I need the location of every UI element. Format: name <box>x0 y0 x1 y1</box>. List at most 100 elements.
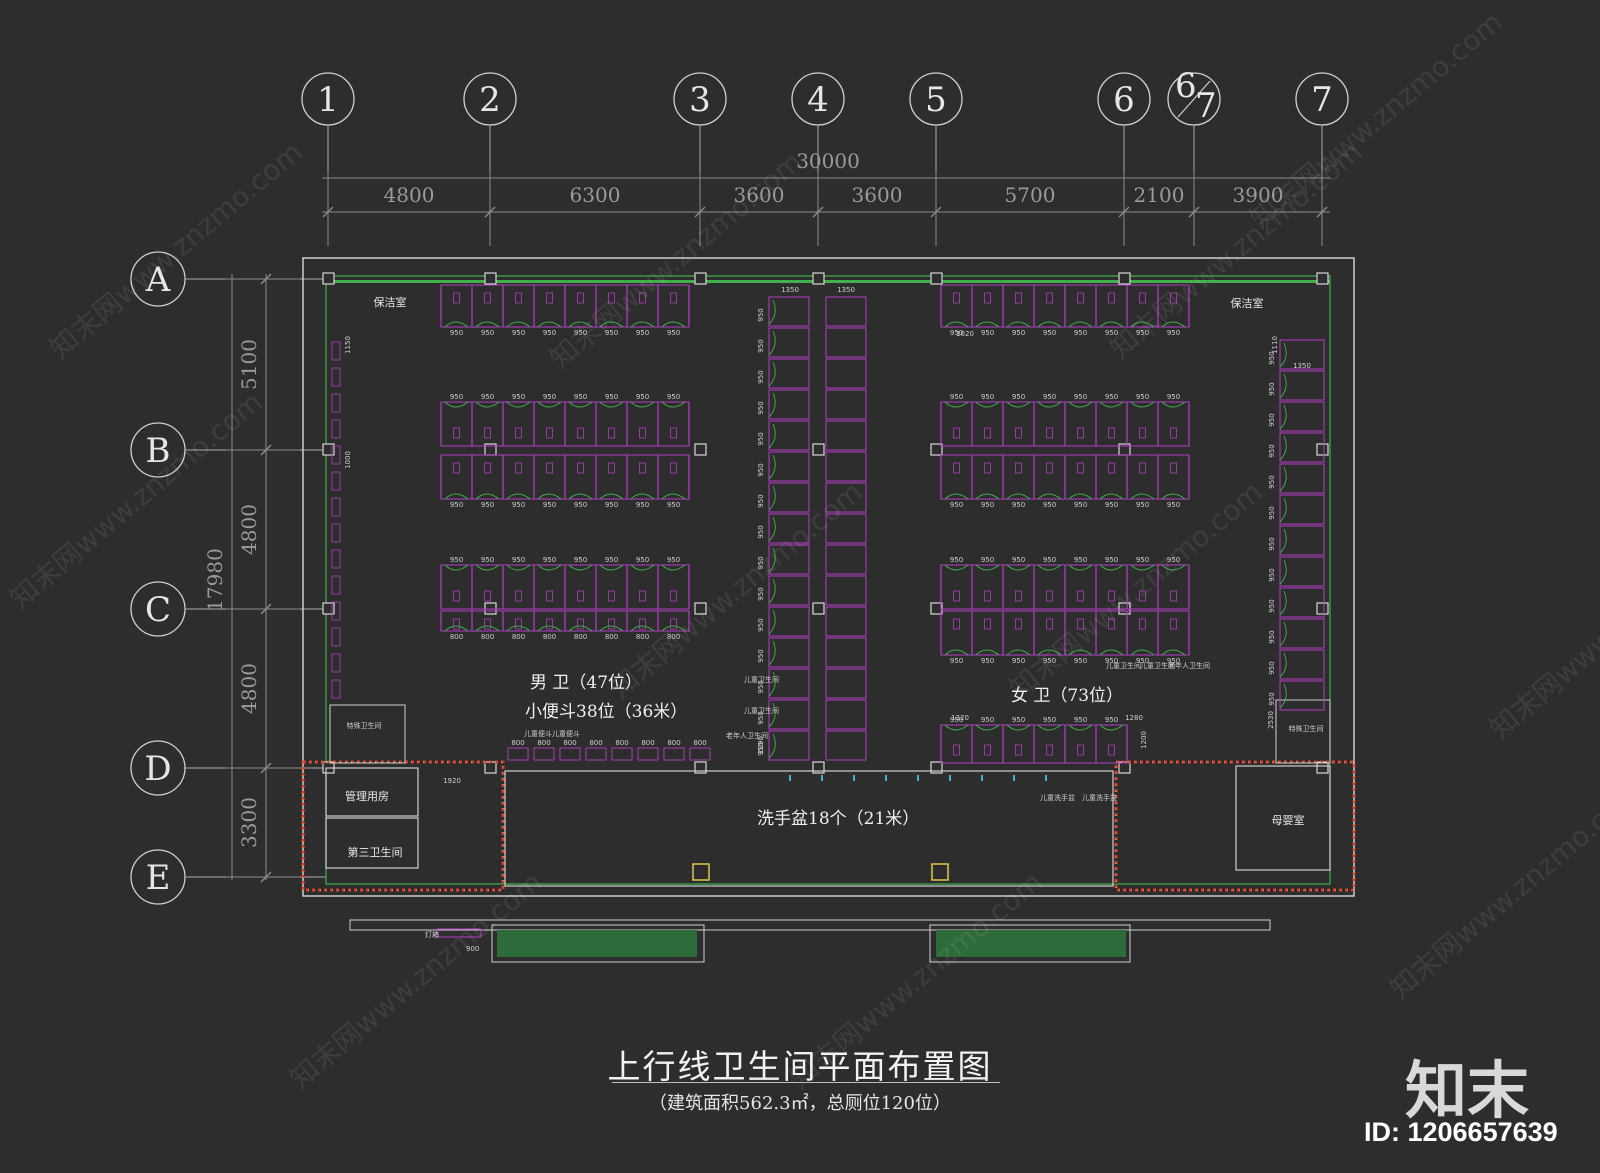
sink-tap <box>789 775 791 781</box>
stall-toilet <box>670 618 677 630</box>
wall-urinal <box>331 445 341 465</box>
dim-1110: 1110 <box>1271 336 1279 354</box>
stall-door-arc <box>537 493 562 500</box>
right-top-dim: 1350 <box>1293 362 1311 370</box>
stall-door-arc <box>975 493 1000 500</box>
dim-1200: 1200 <box>1140 731 1148 749</box>
mid-stall-dim: 950 <box>757 556 765 569</box>
structural-column <box>694 761 707 774</box>
stall-toilet <box>1046 427 1053 439</box>
dim-tick <box>1188 206 1200 218</box>
stall-door-arc <box>1006 649 1031 656</box>
mid-stall-dim: 950 <box>757 711 765 724</box>
structural-column <box>484 761 497 774</box>
stall-door-arc <box>506 321 531 328</box>
right-stall <box>1279 463 1325 494</box>
stall-toilet <box>1015 427 1022 439</box>
stall-door-arc <box>568 564 593 571</box>
brand-id: ID: 1206657639 <box>1364 1117 1558 1147</box>
stall-dim: 950 <box>1105 393 1118 401</box>
stall-dim: 950 <box>1043 329 1056 337</box>
stall-toilet <box>953 618 960 630</box>
row-axis-label: E <box>146 858 171 898</box>
watermark-text: 知末网www.znzmo.com <box>603 475 868 705</box>
stall-toilet <box>1108 618 1115 630</box>
stall-dim: 950 <box>450 329 463 337</box>
stall-toilet <box>453 590 460 602</box>
stall-door-arc <box>1037 401 1062 408</box>
stall-dim: 950 <box>1074 393 1087 401</box>
stall-toilet <box>1170 427 1177 439</box>
stall-door-arc <box>1068 649 1093 656</box>
stall-door-arc <box>1130 564 1155 571</box>
stall-door-arc <box>599 401 624 408</box>
dim-col-value: 5700 <box>1005 183 1056 207</box>
dim-tick <box>1118 206 1130 218</box>
right-stall <box>1279 432 1325 463</box>
stall-dim: 950 <box>667 501 680 509</box>
mid-stall-top-dim-2: 1350 <box>837 286 855 294</box>
stall-door-arc <box>1037 493 1062 500</box>
mid-stall-dim: 950 <box>757 618 765 631</box>
label-child-stall-2: 儿童卫生间 <box>744 706 779 715</box>
dim-1020: 1020 <box>956 330 974 338</box>
planter-right <box>936 930 1126 957</box>
col-axis-label: 1 <box>317 80 339 120</box>
stall-door-arc <box>475 564 500 571</box>
outer-wall <box>302 257 1355 897</box>
stall-door-arc <box>444 625 469 632</box>
sink-tap <box>949 775 951 781</box>
third-room <box>325 817 419 869</box>
stall-toilet <box>1139 590 1146 602</box>
mid-stall-dim: 950 <box>757 587 765 600</box>
stall-toilet <box>670 427 677 439</box>
stall-dim: 950 <box>450 393 463 401</box>
stall-dim: 950 <box>512 501 525 509</box>
axis-fraction-denominator: 7 <box>1195 86 1217 126</box>
right-stall-dim: 950 <box>1268 661 1276 674</box>
stall-dim: 950 <box>1012 657 1025 665</box>
label-child-stall-w: 儿童卫生间 <box>1106 661 1141 670</box>
stall-toilet <box>515 590 522 602</box>
stall-toilet <box>608 462 615 474</box>
stall-toilet <box>1015 590 1022 602</box>
urinal-dim: 800 <box>615 739 628 747</box>
mid-stall-right <box>825 699 867 730</box>
light-box <box>436 928 482 938</box>
stall-dim: 950 <box>1012 393 1025 401</box>
dim-col-value: 2100 <box>1134 183 1185 207</box>
structural-column <box>930 602 943 615</box>
right-stall <box>1279 401 1325 432</box>
sink-tap <box>981 775 983 781</box>
right-stall-dim: 950 <box>1268 382 1276 395</box>
urinal <box>585 747 607 761</box>
stall-door-arc <box>1161 564 1186 571</box>
mid-stall-left <box>768 296 810 327</box>
stall-toilet <box>1046 462 1053 474</box>
mid-door-arc <box>768 485 776 511</box>
wall-urinal <box>331 627 341 647</box>
stall-door-arc <box>537 321 562 328</box>
stall-toilet <box>639 292 646 304</box>
stall-toilet <box>577 618 584 630</box>
stall-toilet <box>1108 462 1115 474</box>
stall-toilet <box>484 590 491 602</box>
stall-dim: 950 <box>1105 716 1118 724</box>
wall-urinal <box>331 523 341 543</box>
right-door-arc <box>1279 404 1287 430</box>
right-stall-dim: 950 <box>1268 351 1276 364</box>
stall-toilet <box>1046 590 1053 602</box>
wall-urinal <box>331 367 341 387</box>
stall-toilet <box>1046 292 1053 304</box>
stall-toilet <box>984 618 991 630</box>
stall-dim: 950 <box>481 556 494 564</box>
watermark-text: 知末网www.znzmo.com <box>1003 475 1268 705</box>
wall-urinal <box>331 419 341 439</box>
urinal <box>637 747 659 761</box>
stall-dim: 950 <box>1105 501 1118 509</box>
stall-toilet <box>515 292 522 304</box>
stall-door-arc <box>1161 649 1186 656</box>
stall-dim: 950 <box>636 393 649 401</box>
stall-toilet <box>1046 744 1053 756</box>
structural-column <box>322 272 335 285</box>
